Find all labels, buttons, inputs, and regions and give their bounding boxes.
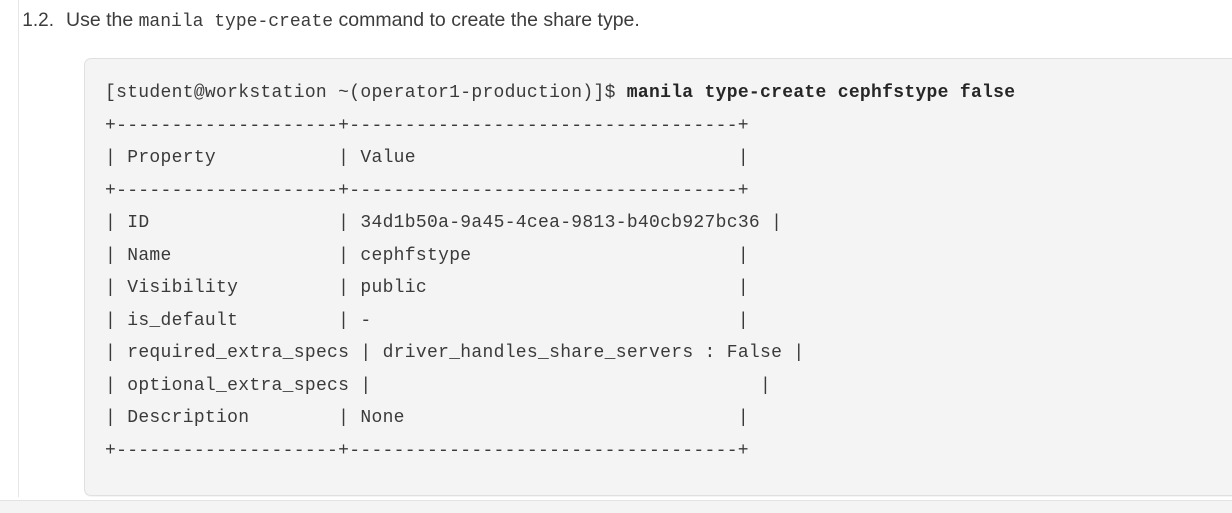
table-header-separator: +--------------------+------------------… (105, 180, 749, 201)
table-row: | ID | 34d1b50a-9a45-4cea-9813-b40cb927b… (105, 213, 783, 233)
row-property-required-extra-specs: required_extra_specs (127, 343, 350, 363)
row-property-id: ID (127, 213, 150, 233)
left-gutter-rule (18, 0, 19, 497)
code-block-container: [student@workstation ~(operator1-product… (0, 36, 1232, 496)
step-text-before: Use the (66, 9, 139, 31)
row-value-description: None (360, 408, 405, 428)
inline-code-command: manila type-create (138, 12, 334, 32)
row-property-description: Description (127, 408, 250, 428)
table-bottom-border: +--------------------+------------------… (105, 440, 749, 461)
column-header-property: Property (127, 148, 217, 168)
table-row: | optional_extra_specs | | (105, 375, 772, 396)
row-value-id: 34d1b50a-9a45-4cea-9813-b40cb927bc36 (360, 213, 761, 233)
step-number: 1.2. (22, 10, 54, 31)
terminal-command: manila type-create cephfstype false (626, 83, 1016, 103)
table-row: | Description | None | (105, 408, 749, 428)
row-value-name: cephfstype (360, 245, 472, 266)
step-item: 1.2. Use the manila type-create command … (0, 0, 1232, 36)
table-row: | Name | cephfstype | (105, 245, 749, 266)
column-header-value: Value (360, 148, 416, 168)
page-content: 1.2. Use the manila type-create command … (0, 0, 1232, 496)
row-value-required-extra-specs: driver_handles_share_servers : False (382, 343, 783, 363)
row-property-visibility: Visibility (127, 278, 239, 298)
table-header-row: | Property | Value | (105, 148, 749, 168)
table-row: | is_default | - | (105, 310, 749, 331)
terminal-prompt: [student@workstation ~(operator1-product… (105, 83, 627, 103)
row-property-is-default: is_default (127, 310, 239, 331)
table-row: | required_extra_specs | driver_handles_… (105, 343, 805, 363)
step-instruction-text: Use the manila type-create command to cr… (54, 6, 1232, 36)
table-row: | Visibility | public | (105, 278, 749, 298)
row-value-visibility: public (360, 278, 427, 298)
terminal-output-block: [student@workstation ~(operator1-product… (84, 58, 1232, 496)
step-text-after: command to create the share type. (333, 9, 640, 31)
row-value-is-default: - (360, 310, 372, 331)
terminal-text: [student@workstation ~(operator1-product… (105, 77, 1232, 467)
row-property-name: Name (127, 245, 172, 266)
table-top-border: +--------------------+------------------… (105, 115, 749, 136)
row-property-optional-extra-specs: optional_extra_specs (127, 375, 350, 396)
page-bottom-band (0, 500, 1232, 513)
